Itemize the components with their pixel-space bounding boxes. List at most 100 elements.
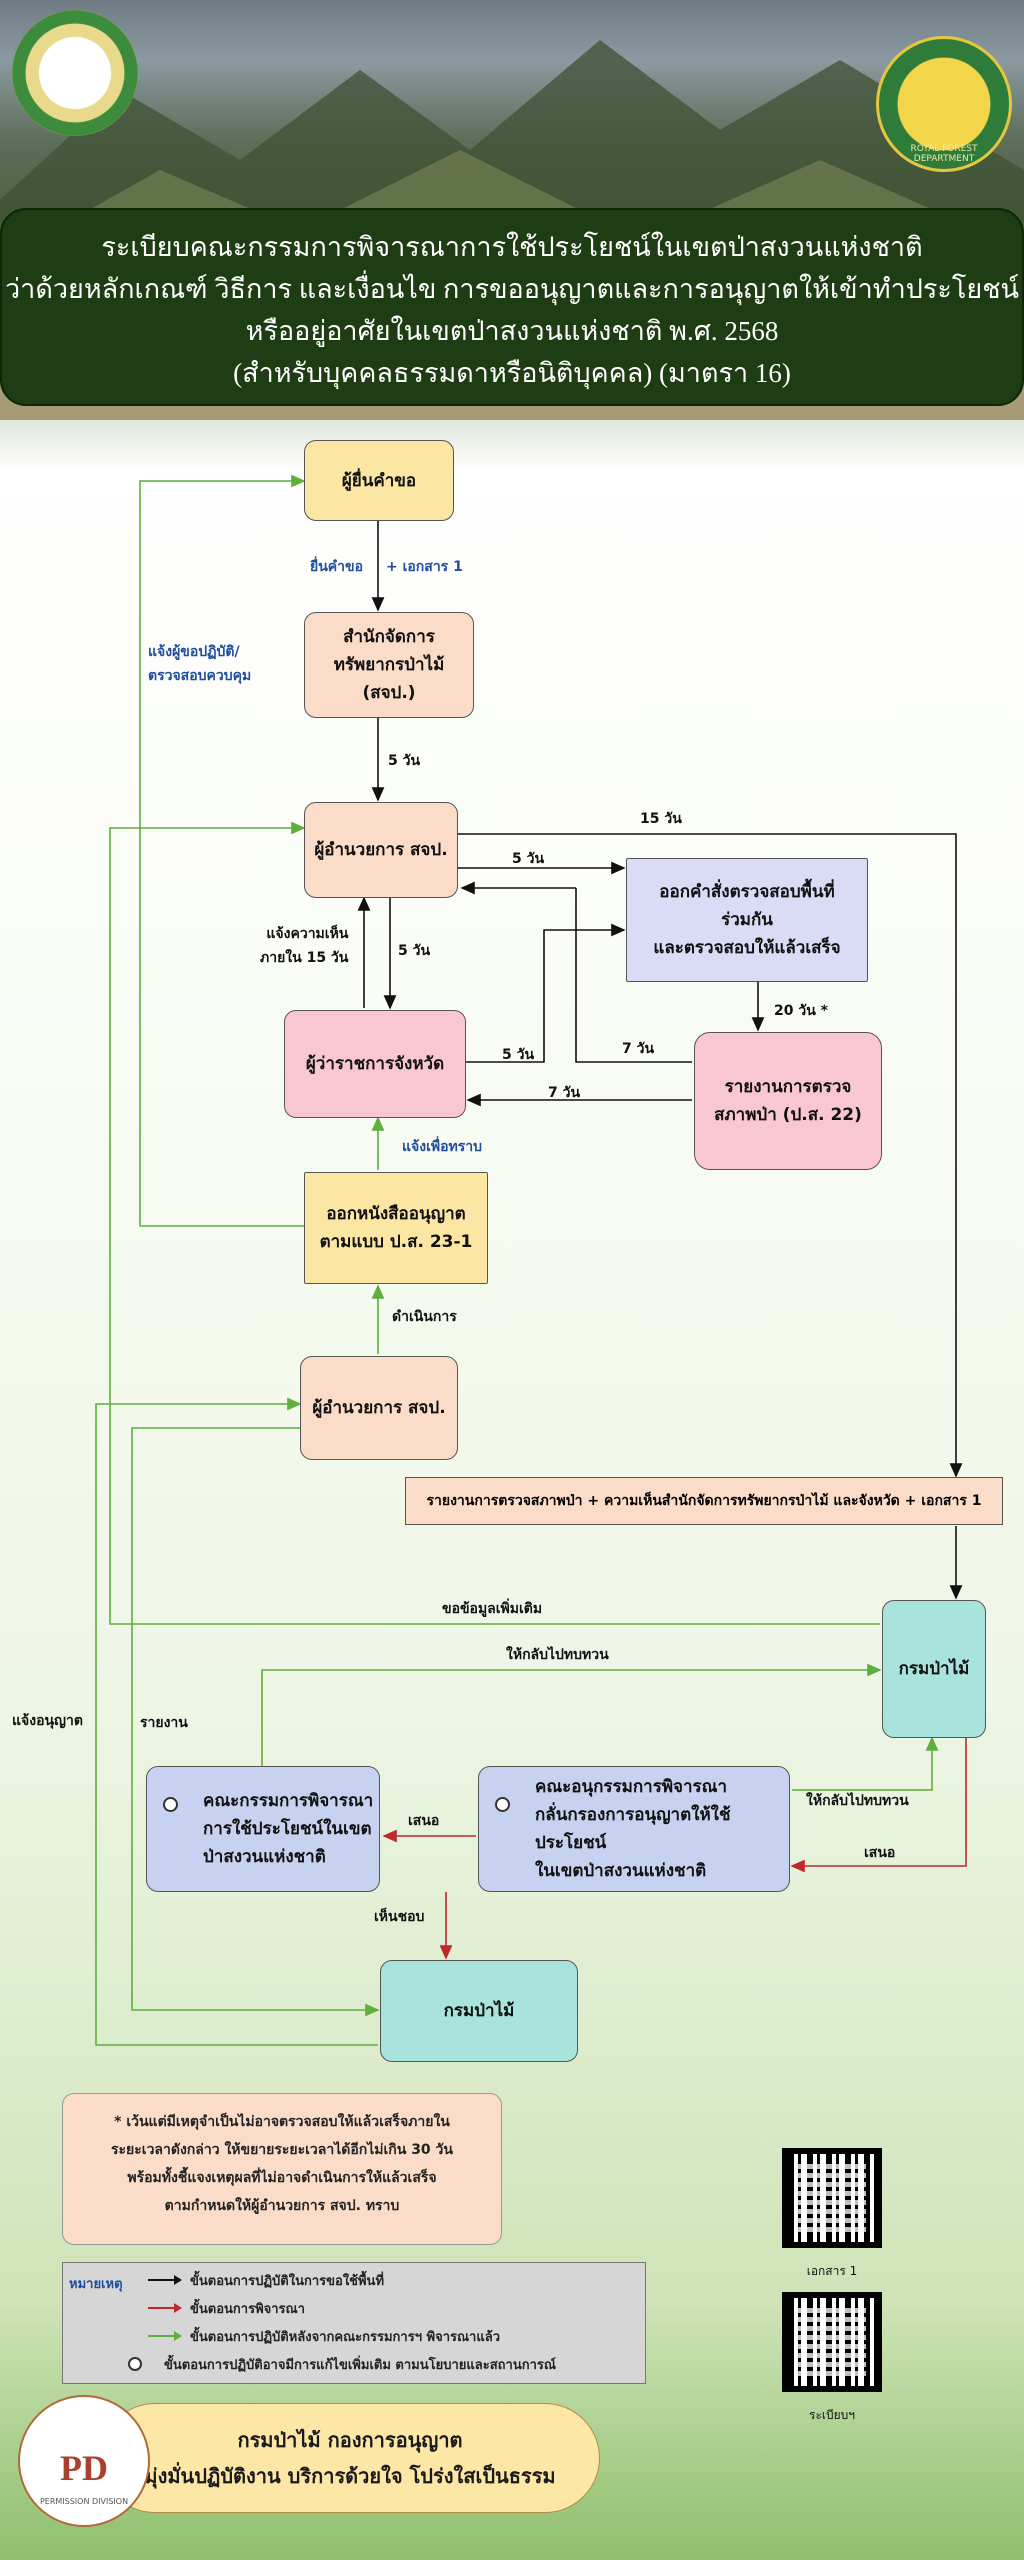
node-rfd-1-label: กรมป่าไม้ — [898, 1659, 970, 1679]
arrow-rfd-subcommittee — [790, 1738, 967, 1873]
label-notify-comply-line-1: แจ้งผู้ขอปฏิบัติ/ — [148, 644, 240, 660]
emblem-caption: ROYAL FOREST DEPARTMENT — [910, 144, 978, 164]
label-plus-doc: + เอกสาร 1 — [386, 559, 463, 575]
label-notify-permit: แจ้งอนุญาต — [12, 1713, 83, 1729]
node-permit-issue: ออกหนังสืออนุญาต ตามแบบ ป.ส. 23-1 — [304, 1172, 488, 1284]
node-committee-line-3: ป่าสงวนแห่งชาติ — [203, 1847, 326, 1867]
royal-forest-department-emblem: ROYAL FOREST DEPARTMENT — [876, 36, 1012, 172]
label-days-5-b: 5 วัน — [512, 851, 545, 867]
node-inspection-order-line-3: และตรวจสอบให้แล้วเสร็จ — [653, 938, 841, 958]
arrow-committee-rfd-review — [261, 1663, 882, 1766]
node-inspection-order-line-1: ออกคำสั่งตรวจสอบพื้นที่ — [659, 882, 835, 902]
label-days-5-d: 5 วัน — [502, 1047, 535, 1063]
legend-green-arrow-icon — [148, 2331, 182, 2341]
legend-black-arrow-icon — [148, 2275, 182, 2285]
node-subcommittee: คณะอนุกรรมการพิจารณา กลั่นกรองการอนุญาตใ… — [478, 1766, 790, 1892]
title-line-2: ว่าด้วยหลักเกณฑ์ วิธีการ และเงื่อนไข การ… — [5, 274, 1019, 304]
footnote-line-4: ตามกำหนดให้ผู้อำนวยการ สจป. ทราบ — [164, 2198, 400, 2214]
node-permit-issue-line-1: ออกหนังสืออนุญาต — [326, 1204, 466, 1224]
government-emblem-left — [12, 10, 138, 136]
label-opinion-line-1: แจ้งความเห็น — [266, 926, 349, 942]
node-forest-report-line-1: รายงานการตรวจ — [724, 1077, 852, 1097]
label-days-20: 20 วัน * — [774, 1003, 828, 1019]
node-forest-report: รายงานการตรวจ สภาพป่า (ป.ส. 22) — [694, 1032, 882, 1170]
legend: หมายเหตุ ขั้นตอนการปฏิบัติในการขอใช้พื้น… — [62, 2262, 646, 2384]
node-inspection-order-line-2: ร่วมกัน — [721, 910, 773, 930]
label-days-7-a: 7 วัน — [622, 1041, 655, 1057]
legend-item-red: ขั้นตอนการพิจารณา — [148, 2295, 305, 2321]
node-forest-report-line-2: สภาพป่า (ป.ส. 22) — [714, 1105, 862, 1125]
label-days-5-c: 5 วัน — [398, 943, 431, 959]
qr-code-regulation[interactable] — [782, 2292, 882, 2392]
node-forest-office-line-2: ทรัพยากรป่าไม้ — [333, 655, 445, 675]
legend-circle-icon — [128, 2357, 142, 2371]
node-committee: คณะกรรมการพิจารณา การใช้ประโยชน์ในเขต ป่… — [146, 1766, 380, 1892]
footer-line-2: มุ่งมั่นปฏิบัติงาน บริการด้วยใจ โปร่งใสเ… — [144, 2464, 556, 2488]
node-subcommittee-line-3: ในเขตป่าสงวนแห่งชาติ — [535, 1861, 707, 1881]
node-applicant-label: ผู้ยื่นคำขอ — [341, 470, 417, 491]
node-permit-issue-line-2: ตามแบบ ป.ส. 23-1 — [319, 1232, 473, 1252]
label-review-back-2: ให้กลับไปทบทวน — [806, 1793, 909, 1809]
legend-item-black-text: ขั้นตอนการปฏิบัติในการขอใช้พื้นที่ — [190, 2273, 385, 2289]
label-submit: ยื่นคำขอ — [310, 559, 363, 575]
arrow-forestreport-director — [575, 888, 692, 1063]
node-inspection-order: ออกคำสั่งตรวจสอบพื้นที่ ร่วมกัน และตรวจส… — [626, 858, 868, 982]
node-director-2: ผู้อำนวยการ สจป. — [300, 1356, 458, 1460]
arrow-permit-applicant — [139, 474, 306, 1227]
qr-label-regulation: ระเบียบฯ — [809, 2408, 855, 2422]
label-report: รายงาน — [140, 1715, 188, 1731]
node-governor: ผู้ว่าราชการจังหวัด — [284, 1010, 466, 1118]
footnote-box: * เว้นแต่มีเหตุจำเป็นไม่อาจตรวจสอบให้แล้… — [62, 2093, 502, 2245]
node-applicant: ผู้ยื่นคำขอ — [304, 440, 454, 521]
node-rfd-2-label: กรมป่าไม้ — [443, 2001, 515, 2021]
node-director-2-label: ผู้อำนวยการ สจป. — [312, 1398, 446, 1418]
legend-title: หมายเหตุ — [69, 2277, 123, 2292]
footnote-line-3: พร้อมทั้งชี้แจงเหตุผลที่ไม่อาจดำเนินการใ… — [127, 2170, 437, 2186]
label-opinion: แจ้งความเห็น ภายใน 15 วัน — [260, 922, 348, 970]
qr-label-document-1: เอกสาร 1 — [806, 2264, 858, 2278]
arrow-rfd2-director2-permit — [95, 1397, 378, 2046]
qr-code-document-1[interactable] — [782, 2148, 882, 2248]
node-subcommittee-line-1: คณะอนุกรรมการพิจารณา — [535, 1777, 727, 1797]
title-line-1: ระเบียบคณะกรรมการพิจารณาการใช้ประโยชน์ใน… — [101, 232, 923, 262]
node-forest-office-line-1: สำนักจัดการ — [343, 627, 435, 647]
node-director-1: ผู้อำนวยการ สจป. — [304, 802, 458, 898]
legend-item-circle-text: ขั้นตอนการปฏิบัติอาจมีการแก้ไขเพิ่มเติม … — [164, 2357, 556, 2373]
node-committee-line-1: คณะกรรมการพิจารณา — [203, 1791, 374, 1811]
permission-division-logo: PD PERMISSION DIVISION — [18, 2395, 150, 2527]
report-summary-text: รายงานการตรวจสภาพป่า + ความเห็นสำนักจัดก… — [426, 1493, 982, 1509]
node-forest-office: สำนักจัดการ ทรัพยากรป่าไม้ (สจป.) — [304, 612, 474, 718]
title-line-4: (สำหรับบุคคลธรรมดาหรือนิติบุคคล) (มาตรา … — [233, 358, 791, 388]
label-opinion-line-2: ภายใน 15 วัน — [260, 950, 349, 966]
label-days-7-b: 7 วัน — [548, 1085, 581, 1101]
label-notify-ack: แจ้งเพื่อทราบ — [402, 1139, 482, 1155]
node-subcommittee-line-2: กลั่นกรองการอนุญาตให้ใช้ประโยชน์ — [535, 1805, 731, 1853]
report-summary-box: รายงานการตรวจสภาพป่า + ความเห็นสำนักจัดก… — [405, 1477, 1003, 1525]
logo-letters: PD — [60, 2448, 108, 2488]
legend-item-black: ขั้นตอนการปฏิบัติในการขอใช้พื้นที่ — [148, 2267, 384, 2293]
node-rfd-2: กรมป่าไม้ — [380, 1960, 578, 2062]
footnote-line-2: ระยะเวลาดังกล่าว ให้ขยายระยะเวลาได้อีกไม… — [111, 2142, 453, 2158]
footer-line-1: กรมป่าไม้ กองการอนุญาต — [237, 2428, 463, 2452]
label-request-info: ขอข้อมูลเพิ่มเติม — [442, 1601, 543, 1617]
label-notify-comply-line-2: ตรวจสอบควบคุม — [148, 668, 252, 684]
legend-item-green-text: ขั้นตอนการปฏิบัติหลังจากคณะกรรมการฯ พิจา… — [190, 2329, 501, 2345]
node-director-1-label: ผู้อำนวยการ สจป. — [314, 840, 448, 860]
node-governor-label: ผู้ว่าราชการจังหวัด — [305, 1054, 445, 1074]
title-banner: ระเบียบคณะกรรมการพิจารณาการใช้ประโยชน์ใน… — [0, 208, 1024, 406]
label-days-15: 15 วัน — [640, 811, 682, 827]
legend-item-red-text: ขั้นตอนการพิจารณา — [190, 2301, 305, 2317]
label-proceed: ดำเนินการ — [392, 1309, 457, 1325]
footnote-line-1: * เว้นแต่มีเหตุจำเป็นไม่อาจตรวจสอบให้แล้… — [114, 2114, 450, 2130]
legend-red-arrow-icon — [148, 2303, 182, 2313]
arrow-rfd-director-request — [109, 821, 880, 1625]
label-propose-1: เสนอ — [408, 1813, 440, 1829]
label-days-5-a: 5 วัน — [388, 753, 421, 769]
label-notify-comply: แจ้งผู้ขอปฏิบัติ/ ตรวจสอบควบคุม — [148, 640, 251, 688]
arrow-subcommittee-rfd-review — [792, 1736, 939, 1791]
legend-item-circle: ขั้นตอนการปฏิบัติอาจมีการแก้ไขเพิ่มเติม … — [118, 2351, 556, 2377]
node-committee-line-2: การใช้ประโยชน์ในเขต — [203, 1819, 372, 1839]
logo-caption: PERMISSION DIVISION — [39, 2497, 129, 2506]
node-forest-office-line-3: (สจป.) — [362, 683, 416, 703]
